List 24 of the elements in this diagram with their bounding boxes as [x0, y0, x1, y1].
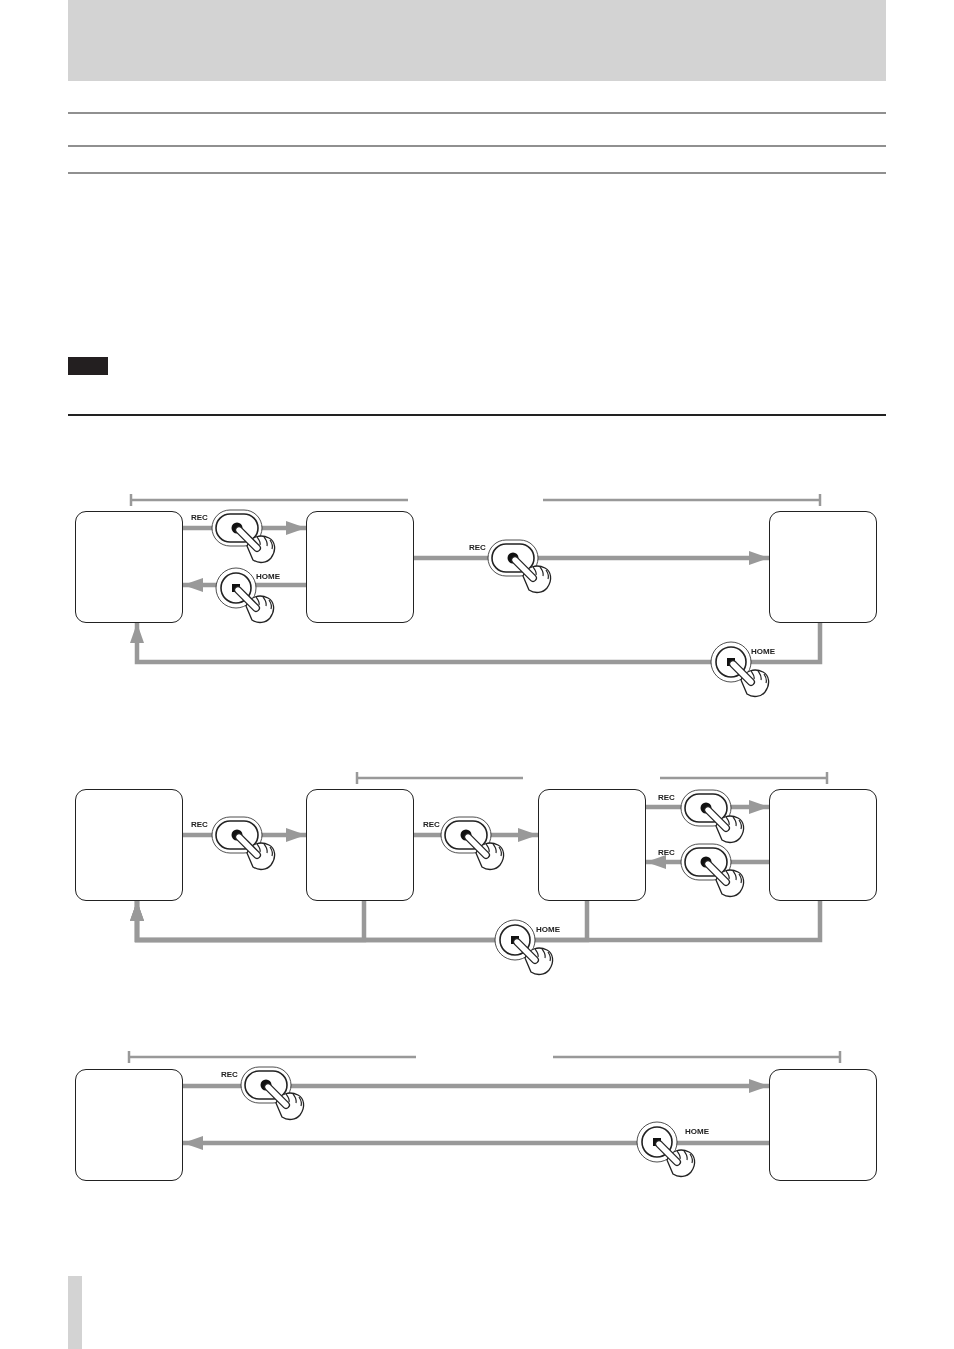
edge-label: HOME [685, 1127, 709, 1136]
arrow [183, 1079, 769, 1093]
screen-box [306, 789, 414, 901]
screen-box [769, 1069, 877, 1181]
screen-box [75, 511, 183, 623]
edge-label: HOME [751, 647, 775, 656]
edge-label: REC [423, 820, 440, 829]
screen-box [306, 511, 414, 623]
edge-label: REC [191, 513, 208, 522]
arrow [130, 623, 823, 665]
edge-label: REC [469, 543, 486, 552]
arrow [130, 901, 823, 943]
screen-box [769, 511, 877, 623]
screen-box [769, 789, 877, 901]
screen-box [75, 789, 183, 901]
edge-label: REC [191, 820, 208, 829]
edge-label: HOME [536, 925, 560, 934]
edge-label: REC [658, 793, 675, 802]
edge-label: REC [658, 848, 675, 857]
edge-label: HOME [256, 572, 280, 581]
screen-box [75, 1069, 183, 1181]
arrow [183, 1136, 769, 1150]
edge-label: REC [221, 1070, 238, 1079]
screen-box [538, 789, 646, 901]
